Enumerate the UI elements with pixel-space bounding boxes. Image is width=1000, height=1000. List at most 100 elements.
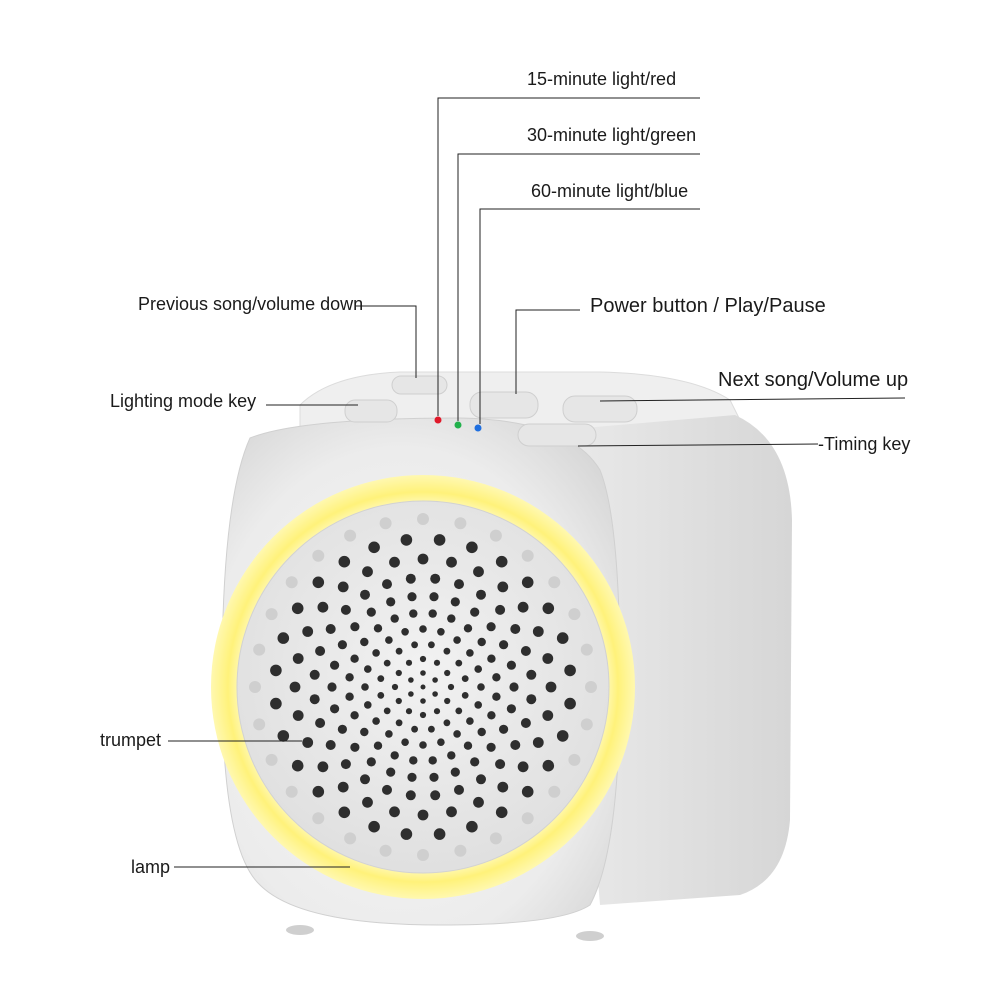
grille-hole [520,718,531,728]
grille-hole [428,641,435,649]
grille-hole [509,682,519,692]
grille-hole [429,592,439,602]
grille-hole [411,725,418,733]
grille-hole [360,637,369,647]
grille-hole [360,774,370,785]
grille-hole [409,609,418,618]
grille-hole [499,724,509,734]
grille-hole [495,555,508,568]
grille-hole [292,653,304,664]
grille-hole [383,707,391,715]
grille-hole [510,624,521,634]
grille-hole [368,820,380,833]
grille-hole [454,784,464,795]
grille-hole [386,767,396,777]
prev-volume-down-button [391,375,448,395]
grille-hole [473,796,484,808]
grille-hole [474,665,483,673]
grille-hole [542,759,555,772]
grille-hole [344,529,357,542]
grille-hole [542,653,554,664]
grille-hole [463,741,473,750]
grille-hole [350,742,360,752]
grille-hole [470,757,480,767]
grille-hole [489,529,502,542]
grille-hole [466,541,478,554]
grille-hole [285,576,298,589]
grille-hole [302,737,314,748]
label-lighting-mode: Lighting mode key [110,391,257,411]
grille-hole [466,820,478,833]
grille-hole [470,607,480,617]
grille-hole [450,597,460,607]
grille-hole [309,669,320,680]
grille-hole [253,718,266,731]
grille-holes [249,513,597,861]
grille-hole [372,649,380,657]
grille-hole [428,725,435,733]
grille-hole [461,675,469,682]
grille-hole [564,664,576,677]
grille-hole [548,576,561,589]
grille-hole [405,790,416,801]
grille-hole [315,718,326,728]
leader-lines [168,97,906,868]
grille-hole [450,767,460,777]
led-green [454,421,462,429]
grille-hole [486,742,496,752]
grille-hole [568,608,581,621]
grille-hole [521,785,534,798]
grille-hole [443,719,451,727]
grille-hole [556,730,569,742]
grille-hole [455,659,463,667]
grille-hole [391,683,399,691]
timing-button [517,423,597,447]
grille-hole [517,761,529,773]
grille-hole [292,710,304,721]
grille-hole [312,549,325,562]
grille-hole [408,677,414,683]
grille-hole [420,670,426,676]
grille-hole [364,701,372,709]
led-red [434,416,442,424]
grille-hole [373,624,383,633]
grille-hole [327,682,337,692]
grille-hole [489,832,502,845]
grille-hole [432,677,438,683]
grille-hole [476,774,486,785]
label-60-minute-light: 60-minute light/blue [531,181,689,201]
grille-hole [453,636,461,644]
grille-hole [401,738,409,746]
grille-hole [277,632,290,644]
grille-hole [420,698,426,704]
grille-hole [337,581,349,593]
grille-hole [580,718,593,731]
grille-hole [542,602,555,615]
grille-hole [285,785,298,798]
grille-hole [312,576,325,589]
grille-hole [291,759,304,772]
grille-hole [474,701,483,709]
grille-hole [454,579,464,590]
grille-hole [487,654,496,663]
grille-hole [407,592,417,602]
grille-hole [580,643,593,656]
grille-hole [447,683,455,691]
grille-hole [495,806,508,819]
grille-hole [548,785,561,798]
grille-hole [302,626,314,637]
grille-hole [395,697,402,705]
grille-hole [289,681,301,693]
grille-hole [433,534,446,546]
grille-hole [463,624,473,633]
grille-hole [362,796,373,808]
grille-hole [389,556,400,568]
grille-hole [433,708,441,715]
grille-hole [495,759,506,770]
grille-hole [506,660,516,670]
grille-hole [379,517,392,530]
grille-hole [477,683,485,691]
grille-hole [477,727,486,737]
grille-hole [350,622,360,632]
